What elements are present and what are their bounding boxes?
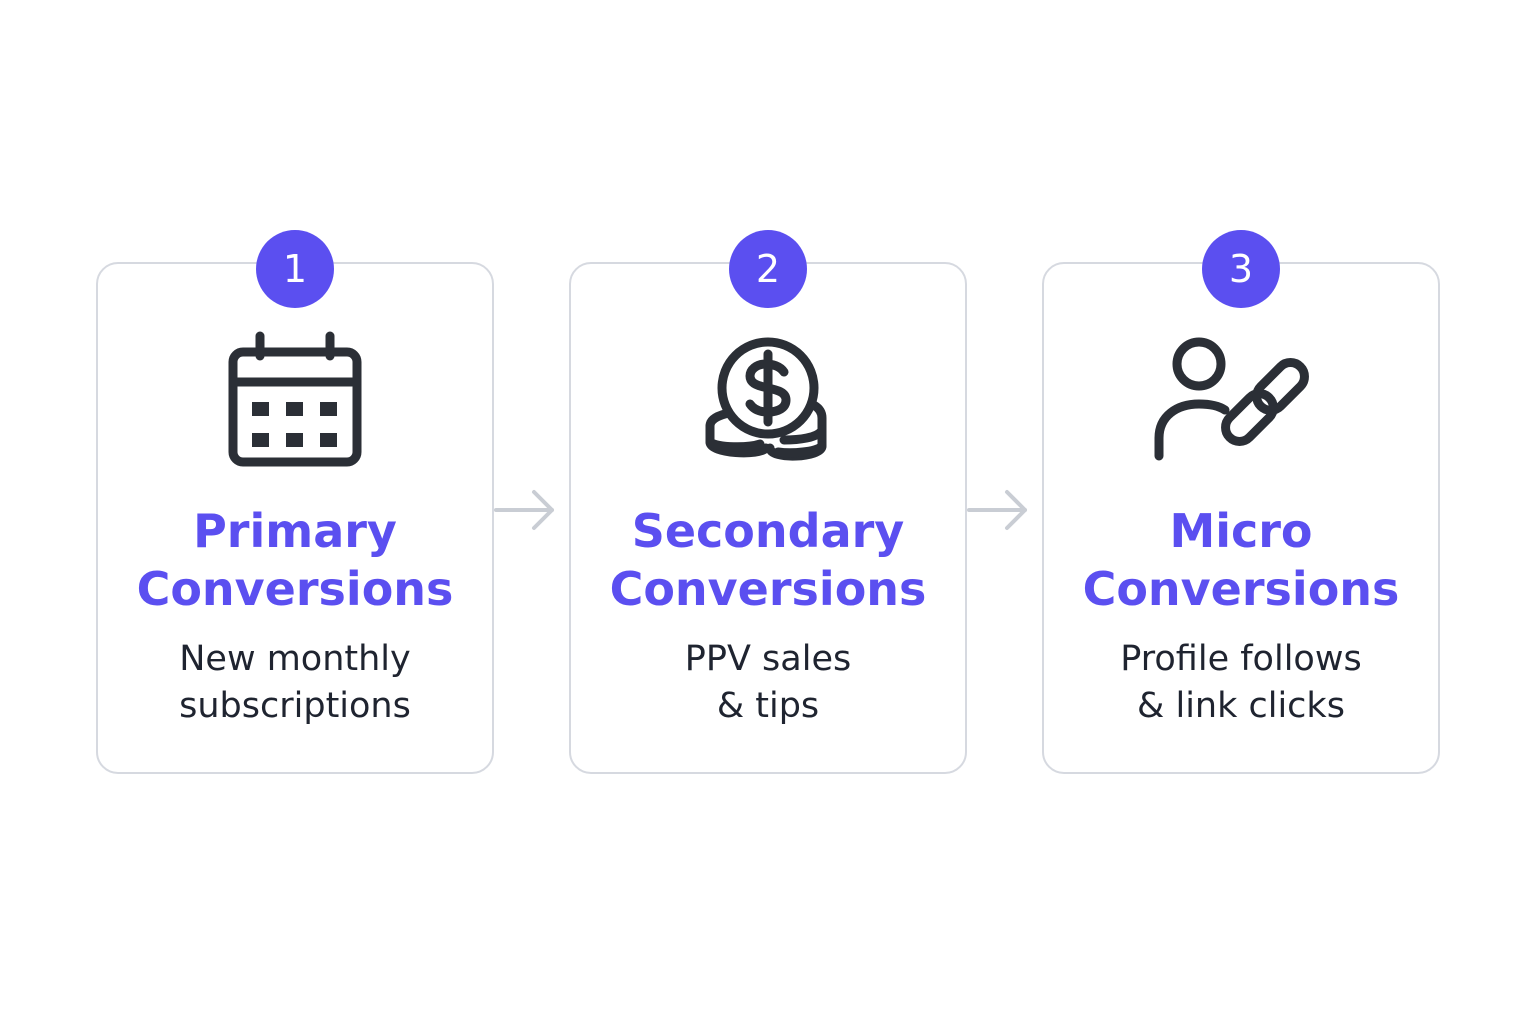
step-description-line: subscriptions: [179, 686, 411, 726]
step-title-line: Secondary: [631, 504, 905, 558]
step-title: Primary Conversions: [98, 502, 492, 618]
step-card-primary: 1 Primary Conversions New monthly: [96, 230, 494, 774]
step-description: PPV sales & tips: [571, 636, 965, 730]
coins-dollar-icon: [705, 337, 827, 461]
step-number-badge: 1: [256, 230, 334, 308]
arrow-right-icon: [494, 490, 554, 530]
step-title-line: Conversions: [136, 562, 454, 616]
step-description-line: New monthly: [179, 639, 411, 679]
step-description-line: & tips: [716, 686, 820, 726]
step-description-line: Profile follows: [1120, 639, 1362, 679]
step-description-line: & link clicks: [1137, 686, 1345, 726]
step-number-badge: 2: [729, 230, 807, 308]
calendar-icon: [228, 331, 362, 467]
step-title: Secondary Conversions: [571, 502, 965, 618]
step-card-micro: 3 Micro Conversions Profile follows & li…: [1042, 230, 1440, 774]
step-description: New monthly subscriptions: [98, 636, 492, 730]
step-description-line: PPV sales: [684, 639, 852, 679]
step-description: Profile follows & link clicks: [1044, 636, 1438, 730]
step-title: Micro Conversions: [1044, 502, 1438, 618]
step-title-line: Conversions: [609, 562, 927, 616]
arrow-right-icon: [967, 490, 1027, 530]
step-title-line: Primary: [193, 504, 397, 558]
step-title-line: Micro: [1169, 504, 1313, 558]
step-card-secondary: 2 Secondary Conversions PPV sales: [569, 230, 967, 774]
step-title-line: Conversions: [1082, 562, 1400, 616]
step-number-badge: 3: [1202, 230, 1280, 308]
user-link-icon: [1154, 337, 1309, 461]
